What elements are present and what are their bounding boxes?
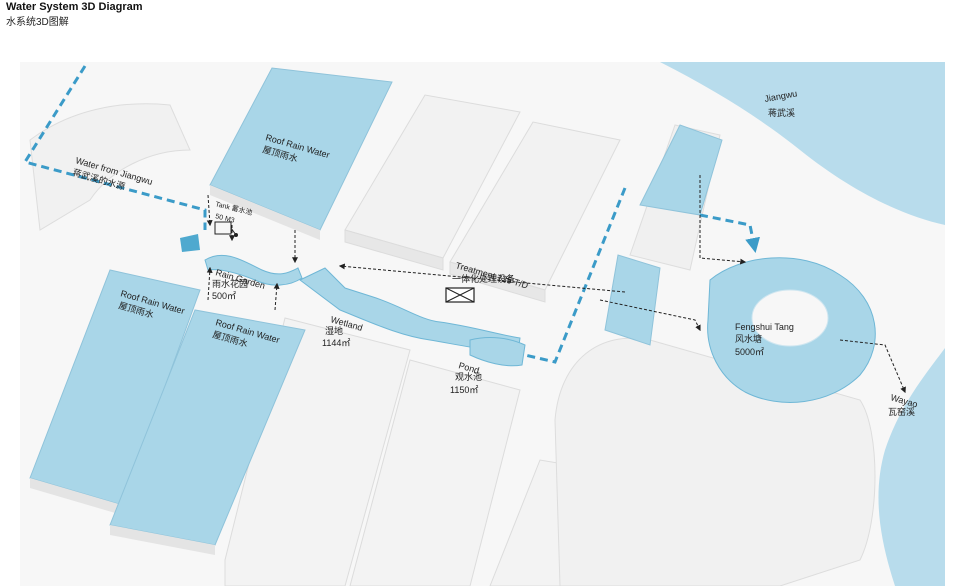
label-jiangwu-zh: 蒋武溪 xyxy=(768,107,795,118)
label-wetland-zh: 湿地 xyxy=(325,325,343,336)
rear-buildings xyxy=(344,94,621,303)
label-pond-area: 1150㎡ xyxy=(450,385,478,395)
supply-pipes xyxy=(22,65,761,364)
label-tank-zh: 50 M3 xyxy=(215,213,236,225)
rain-garden xyxy=(204,254,303,286)
page-subtitle: 水系统3D图解 xyxy=(6,17,69,28)
treatment-unit-icon xyxy=(445,287,475,303)
tank-inlet xyxy=(180,234,200,252)
river-wayao xyxy=(878,348,945,586)
label-fengshui-en: Fengshui Tang xyxy=(735,322,794,332)
page-title: Water System 3D Diagram xyxy=(6,1,143,13)
tank-icon xyxy=(214,221,238,237)
flow-arrows xyxy=(206,175,906,394)
label-wetland-area: 1144㎡ xyxy=(322,338,350,348)
wetland xyxy=(299,267,521,353)
label-fengshui-zh: 风水塘 xyxy=(735,333,762,344)
label-treatment-zh: 一体化处理设备 xyxy=(452,273,515,284)
roof-buildings xyxy=(29,67,393,555)
label-garden-zh: 雨水花园 xyxy=(212,278,248,289)
tower xyxy=(604,124,723,346)
label-fengshui-area: 5000㎡ xyxy=(735,347,764,357)
pond xyxy=(469,337,526,367)
river-jiangwu xyxy=(660,62,945,225)
label-wayao-zh: 瓦窑溪 xyxy=(888,406,915,417)
label-garden-area: 500㎡ xyxy=(212,291,236,301)
fengshui-island xyxy=(751,289,829,347)
label-pond-zh: 观水池 xyxy=(455,371,482,382)
